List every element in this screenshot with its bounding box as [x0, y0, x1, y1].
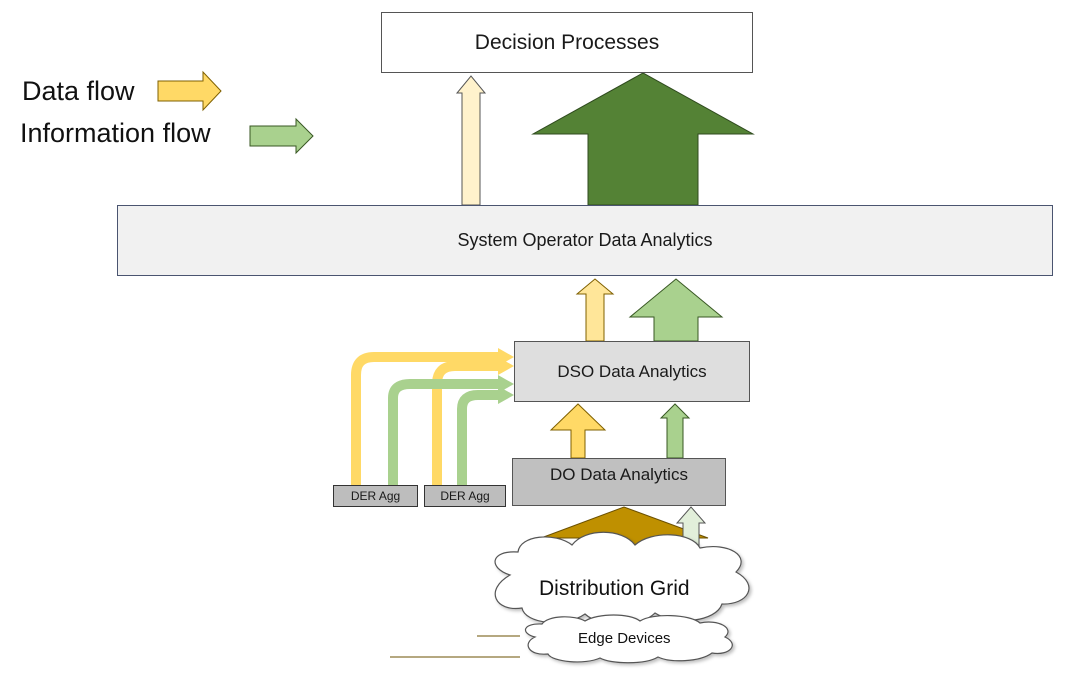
der-agg-2-data-flow-head [498, 357, 514, 375]
do-analytics-box: DO Data Analytics [512, 458, 726, 506]
der-agg-label-2: DER Agg [440, 489, 490, 503]
system-operator-analytics-label: System Operator Data Analytics [457, 230, 713, 250]
der-agg-1-information-flow [388, 379, 500, 485]
decision-processes-label: Decision Processes [474, 30, 660, 54]
der-agg-1-data-flow [351, 352, 500, 485]
distribution-grid-label: Distribution Grid [539, 577, 690, 600]
der-agg-box-2: DER Agg [424, 485, 506, 507]
der-agg-2-information-flow-head [498, 386, 514, 404]
der-agg-box-1: DER Agg [333, 485, 418, 507]
information-flow-legend-label: Information flow [20, 118, 211, 148]
information-arrow-to-decision [531, 72, 755, 206]
information-arrow-dso-to-system [628, 278, 724, 342]
dso-analytics-box: DSO Data Analytics [514, 341, 750, 402]
der-agg-label-1: DER Agg [350, 489, 401, 503]
system-operator-analytics-box: System Operator Data Analytics [117, 205, 1053, 276]
decision-processes-box: Decision Processes [381, 12, 753, 73]
data-arrow-dso-to-system [575, 278, 615, 342]
data-arrow-to-decision [455, 75, 487, 206]
information-arrow-do-to-dso [659, 403, 691, 459]
data-flow-legend-label: Data flow [22, 76, 135, 106]
dso-analytics-label: DSO Data Analytics [557, 361, 707, 381]
der-agg-2-information-flow [457, 390, 500, 485]
data-arrow-do-to-dso [549, 403, 607, 459]
legend-information-flow-arrow [249, 117, 314, 155]
edge-devices-cloud [525, 614, 733, 664]
edge-devices-label: Edge Devices [578, 630, 671, 647]
legend-data-flow-arrow [157, 70, 222, 112]
do-analytics-label: DO Data Analytics [550, 465, 688, 484]
